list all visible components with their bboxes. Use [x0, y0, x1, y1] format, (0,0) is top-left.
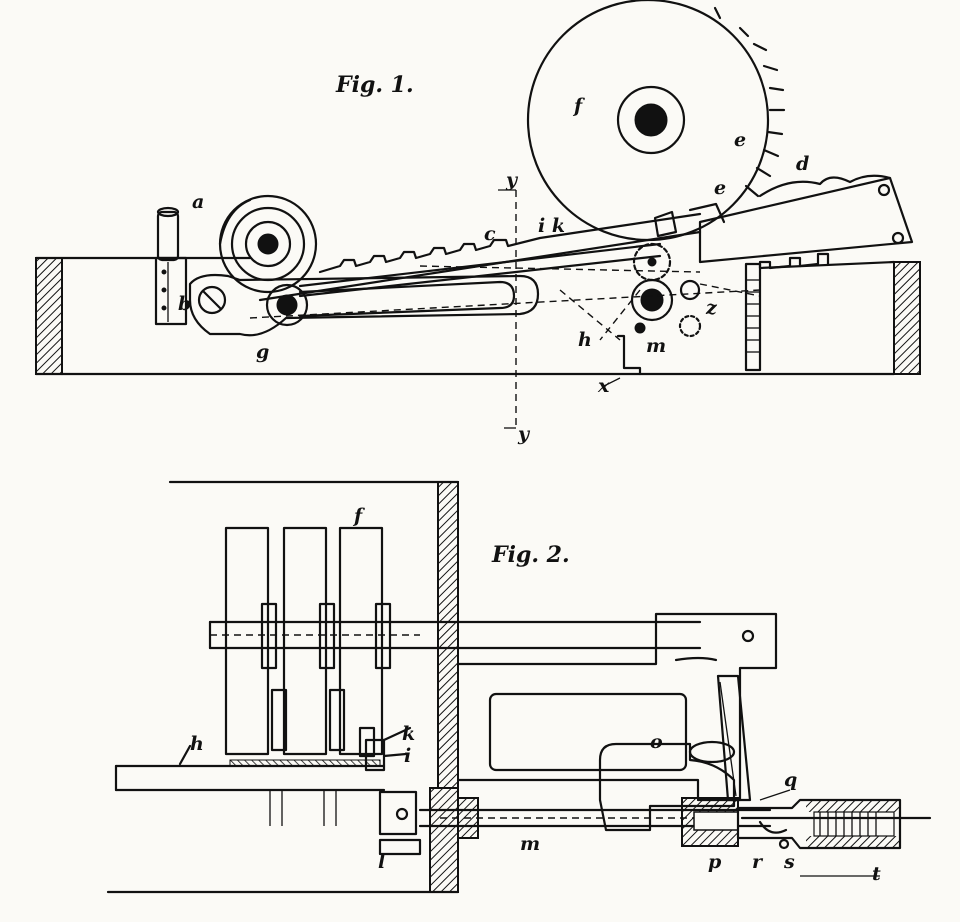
- label-b: b: [178, 293, 191, 315]
- bracket-x: [603, 334, 642, 387]
- label-z: z: [705, 297, 718, 319]
- label-g: g: [256, 341, 269, 363]
- fig1-frame: [34, 256, 921, 376]
- label-e2: e: [714, 177, 726, 199]
- label-f: f: [572, 95, 585, 117]
- wheel-f: [526, 0, 786, 242]
- label-y-top: y: [505, 169, 519, 191]
- fig2-label-f: f: [352, 505, 365, 527]
- fig2-label-l: l: [378, 851, 385, 873]
- figure-1: Fig. 1.: [34, 0, 921, 445]
- pinion-wheel: [218, 194, 318, 294]
- bracket-d: [653, 174, 914, 264]
- fig2-label-m: m: [520, 833, 540, 855]
- wheels-f: [224, 526, 392, 758]
- label-x: x: [597, 375, 610, 397]
- fig2-label-h: h: [190, 733, 204, 755]
- bar-h: [114, 744, 386, 826]
- label-e1: e: [734, 129, 746, 151]
- fig2-label-t: t: [872, 863, 881, 885]
- label-h: h: [578, 329, 592, 351]
- parts-k-i-l: [364, 726, 422, 856]
- post-a: [154, 206, 188, 326]
- lever-g: [188, 273, 540, 337]
- fig2-label-s: s: [783, 851, 795, 873]
- rod-ik: [298, 242, 662, 298]
- housing: [456, 612, 778, 802]
- label-c: c: [484, 223, 496, 245]
- label-y-bottom: y: [517, 423, 531, 445]
- fig2-label-r: r: [752, 851, 764, 873]
- label-ik: i k: [538, 215, 565, 237]
- fig2-label-k: k: [402, 723, 415, 745]
- fig1-dashed-lines: [249, 265, 761, 341]
- fitting: [681, 789, 932, 877]
- label-a: a: [192, 191, 204, 213]
- fig1-title: Fig. 1.: [335, 72, 414, 98]
- fig2-label-q: q: [784, 769, 797, 791]
- roller-h: [632, 242, 672, 282]
- main-shaft: [208, 620, 702, 650]
- comb-bracket: [744, 252, 830, 372]
- fig2-label-o: o: [650, 731, 663, 753]
- figure-2: Fig. 2.: [106, 480, 932, 894]
- fig2-wall: [106, 480, 460, 894]
- rack-c: [258, 212, 702, 302]
- fig2-label-i: i: [404, 745, 411, 767]
- label-d: d: [796, 153, 809, 175]
- fig2-label-p: p: [708, 851, 722, 873]
- roller-m: [630, 278, 702, 338]
- section-line-y: [498, 189, 517, 429]
- fig2-title: Fig. 2.: [491, 542, 570, 568]
- label-m: m: [646, 335, 666, 357]
